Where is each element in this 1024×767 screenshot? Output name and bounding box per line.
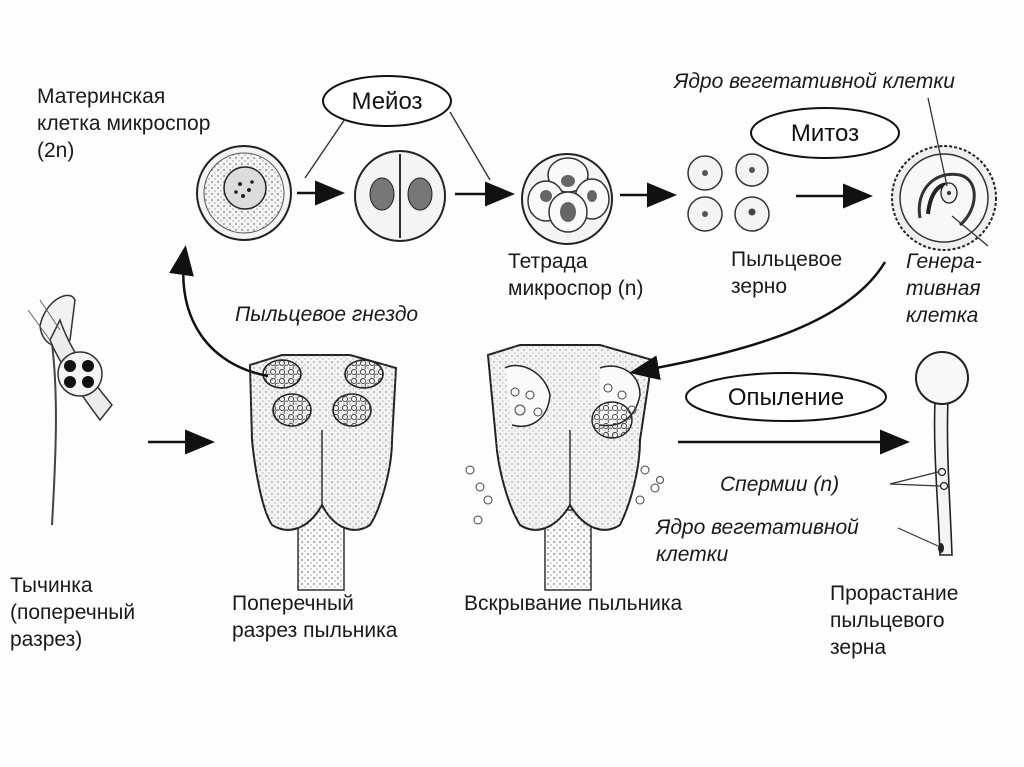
pollination-label: Опыление bbox=[727, 384, 845, 411]
arrow-pollen-to-anther bbox=[629, 261, 887, 381]
pollen-grain-label: Пыльцевое зерно bbox=[731, 248, 843, 298]
arrow-anther-to-mother-cell bbox=[169, 245, 269, 378]
anther-opening-label: Вскрывание пыльника bbox=[464, 592, 683, 615]
germination-label: Прорастание пыльцевого зерна bbox=[830, 582, 959, 659]
vegetative-nucleus-bottom-label: Ядро вегетативной клетки bbox=[656, 516, 859, 566]
generative-cell-leader bbox=[951, 215, 989, 247]
pollen-sac-label: Пыльцевое гнездо bbox=[235, 303, 419, 326]
tetrad-label: Тетрада микроспор (n) bbox=[508, 250, 644, 300]
anther-section-label: Поперечный разрез пыльника bbox=[232, 592, 398, 642]
sperm-label: Спермии (n) bbox=[720, 473, 840, 496]
generative-cell-label: Генера- тивная клетка bbox=[906, 250, 982, 327]
process-arrows-top bbox=[297, 180, 873, 209]
mother-cell bbox=[196, 145, 292, 241]
pollen-grain bbox=[891, 145, 997, 251]
anther-cross-section bbox=[248, 354, 398, 591]
stamen bbox=[27, 294, 113, 526]
pollination-oval bbox=[685, 372, 887, 422]
meiosis-oval bbox=[304, 75, 491, 181]
free-microspores bbox=[687, 153, 770, 232]
germinating-pollen bbox=[889, 351, 969, 556]
tetrad-cell bbox=[521, 153, 613, 245]
mother-cell-label: Материнская клетка микроспор (2n) bbox=[37, 85, 211, 162]
dyad-cell bbox=[354, 150, 446, 242]
mitosis-label: Митоз bbox=[790, 120, 860, 147]
meiosis-label: Мейоз bbox=[351, 88, 423, 115]
veg-nucleus-leader bbox=[927, 97, 948, 187]
vegetative-nucleus-top-label: Ядро вегетативной клетки bbox=[674, 70, 955, 93]
anther-opening bbox=[465, 344, 664, 591]
stamen-label: Тычинка (поперечный разрез) bbox=[10, 574, 136, 651]
mitosis-oval bbox=[750, 107, 900, 159]
